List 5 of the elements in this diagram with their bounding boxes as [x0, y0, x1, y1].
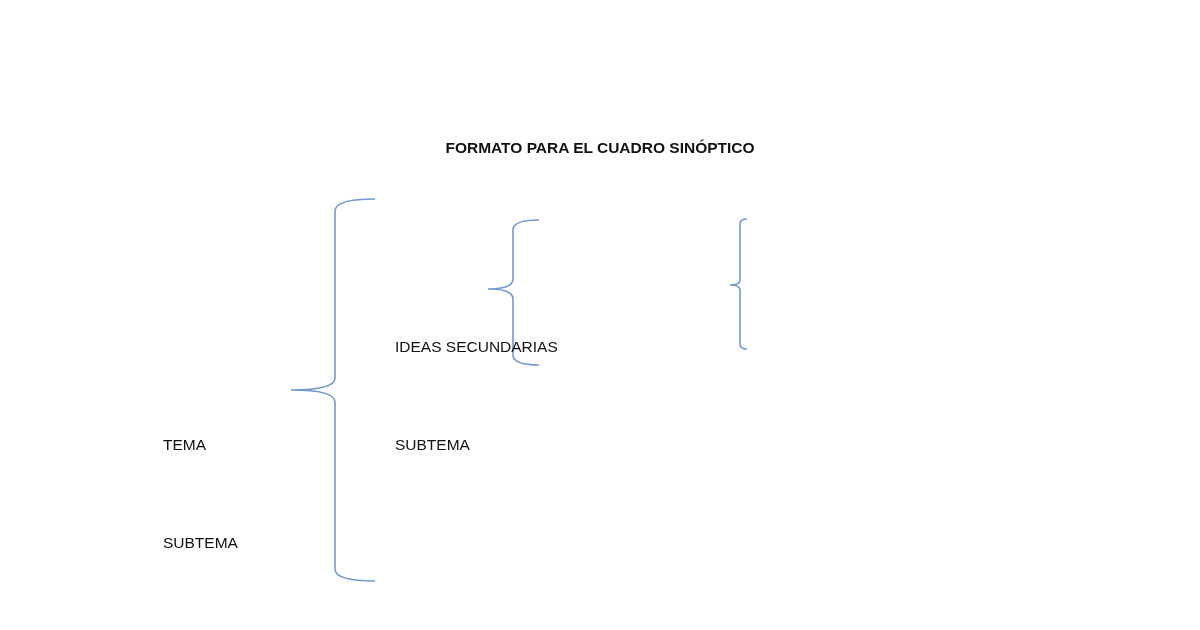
- label: TEMA: [163, 435, 207, 455]
- label: SUBTEMA: [395, 435, 470, 455]
- label: SUBTEMA: [163, 533, 238, 553]
- title: FORMATO PARA EL CUADRO SINÓPTICO: [445, 138, 755, 158]
- label: IDEAS SECUNDARIAS: [395, 337, 558, 357]
